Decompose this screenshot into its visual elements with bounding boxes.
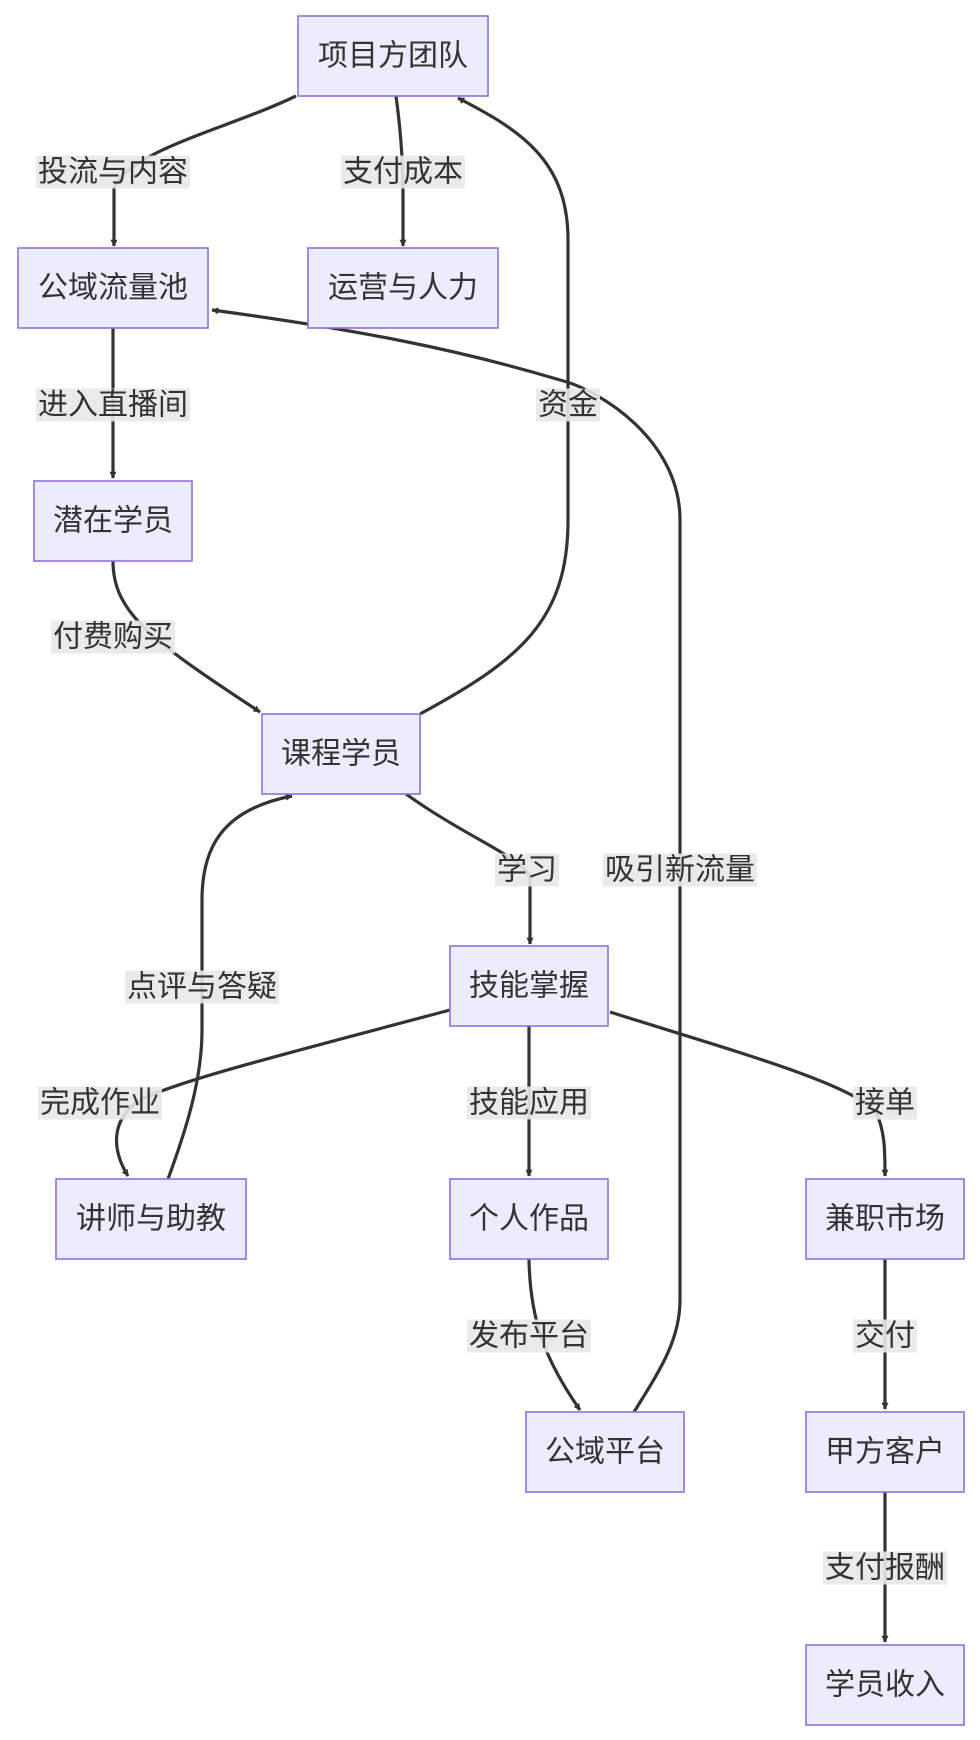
node-label: 兼职市场 xyxy=(825,1202,945,1237)
e-attract-arrow xyxy=(211,307,682,1413)
node-label: 讲师与助教 xyxy=(76,1202,226,1237)
edge-label-deliver: 交付 xyxy=(853,1319,917,1354)
edge-label-pay-purchase: 付费购买 xyxy=(51,620,175,655)
node-public-traffic-pool[interactable]: 公域流量池 xyxy=(17,247,209,329)
edge-label-bg xyxy=(853,1319,917,1353)
edge-label-bg xyxy=(341,155,465,189)
node-personal-works[interactable]: 个人作品 xyxy=(449,1178,609,1260)
node-label: 公域平台 xyxy=(545,1435,665,1470)
e-homework-path xyxy=(115,1008,451,1177)
edge-label-pay-reward: 支付报酬 xyxy=(823,1551,947,1586)
edge-label-text: 学习 xyxy=(497,853,557,888)
edge-label-bg xyxy=(467,1086,591,1120)
edge-label-text: 交付 xyxy=(855,1319,915,1354)
edge-label-text: 投流与内容 xyxy=(38,155,188,190)
edge-label-review-qa: 点评与答疑 xyxy=(125,970,279,1005)
node-potential-students[interactable]: 潜在学员 xyxy=(33,480,193,562)
e-orders-arrow xyxy=(609,1010,889,1177)
node-public-platform[interactable]: 公域平台 xyxy=(525,1411,685,1493)
edge-label-bg xyxy=(853,1086,917,1120)
node-box xyxy=(17,247,209,329)
edge-label-bg xyxy=(36,388,190,422)
edge-label-text: 接单 xyxy=(855,1086,915,1121)
edge-label-text: 完成作业 xyxy=(40,1086,160,1121)
edge-label-text: 发布平台 xyxy=(469,1319,589,1354)
e-funds-path xyxy=(419,96,570,716)
node-label: 学员收入 xyxy=(825,1668,945,1703)
edge-label-bg xyxy=(51,620,175,654)
node-instructors[interactable]: 讲师与助教 xyxy=(55,1178,247,1260)
node-box xyxy=(449,1178,609,1260)
node-box xyxy=(805,1644,965,1726)
node-label: 技能掌握 xyxy=(469,969,589,1004)
node-box xyxy=(55,1178,247,1260)
edge-label-text: 支付成本 xyxy=(343,155,463,190)
node-box xyxy=(805,1411,965,1493)
edge-label-bg xyxy=(38,1086,162,1120)
e-funds-arrow xyxy=(419,96,570,716)
edge-label-skill-application: 技能应用 xyxy=(467,1086,591,1121)
e-review-path xyxy=(166,793,293,1180)
edge-label-bg xyxy=(603,853,757,887)
node-box xyxy=(525,1411,685,1493)
edge-label-investment-content: 投流与内容 xyxy=(36,155,190,190)
node-box xyxy=(805,1178,965,1260)
e-review-arrow xyxy=(166,793,293,1180)
node-label: 甲方客户 xyxy=(825,1435,945,1470)
node-part-time-market[interactable]: 兼职市场 xyxy=(805,1178,965,1260)
edge-label-pay-cost: 支付成本 xyxy=(341,155,465,190)
node-operations-staff[interactable]: 运营与人力 xyxy=(307,247,499,329)
edge-label-bg xyxy=(36,155,190,189)
edge-label-bg xyxy=(823,1551,947,1585)
node-skill-mastery[interactable]: 技能掌握 xyxy=(449,945,609,1027)
node-box xyxy=(449,945,609,1027)
edge-label-complete-homework: 完成作业 xyxy=(38,1086,162,1121)
node-label: 项目方团队 xyxy=(318,39,468,74)
edge-label-bg xyxy=(495,853,559,887)
node-box xyxy=(261,713,421,795)
node-course-students[interactable]: 课程学员 xyxy=(261,713,421,795)
edge-label-text: 资金 xyxy=(538,388,598,423)
edge-label-attract-traffic: 吸引新流量 xyxy=(603,853,757,888)
edge-label-publish-platform: 发布平台 xyxy=(467,1319,591,1354)
node-student-income[interactable]: 学员收入 xyxy=(805,1644,965,1726)
edge-label-text: 支付报酬 xyxy=(825,1551,945,1586)
edge-label-study: 学习 xyxy=(495,853,559,888)
edge-label-text: 付费购买 xyxy=(53,620,173,655)
e-orders-path xyxy=(609,1010,889,1177)
node-client[interactable]: 甲方客户 xyxy=(805,1411,965,1493)
node-label: 个人作品 xyxy=(469,1202,589,1237)
e-attract-path xyxy=(211,307,682,1413)
edge-label-text: 进入直播间 xyxy=(38,388,188,423)
edge-label-text: 吸引新流量 xyxy=(605,853,755,888)
edge-label-enter-live: 进入直播间 xyxy=(36,388,190,423)
node-project-team[interactable]: 项目方团队 xyxy=(297,15,489,97)
edge-label-bg xyxy=(536,388,600,422)
node-label: 公域流量池 xyxy=(38,271,188,306)
edge-label-take-orders: 接单 xyxy=(853,1086,917,1121)
node-box xyxy=(297,15,489,97)
node-box xyxy=(33,480,193,562)
edge-label-bg xyxy=(125,970,279,1004)
edge-label-text: 技能应用 xyxy=(469,1086,589,1121)
e-homework-arrow xyxy=(115,1008,451,1177)
edge-label-bg xyxy=(467,1319,591,1353)
edge-label-text: 点评与答疑 xyxy=(127,970,277,1005)
node-label: 课程学员 xyxy=(281,737,401,772)
edge-label-funds: 资金 xyxy=(536,388,600,423)
node-label: 潜在学员 xyxy=(53,504,173,539)
node-label: 运营与人力 xyxy=(328,271,478,306)
node-box xyxy=(307,247,499,329)
